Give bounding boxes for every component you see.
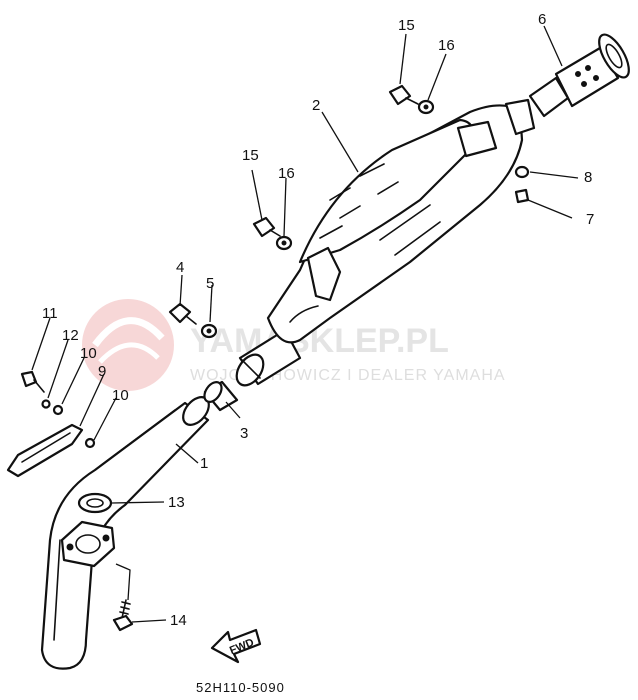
callout-16-lower: 16 (278, 165, 295, 182)
exhaust-gasket (77, 492, 113, 514)
callout-7: 7 (586, 211, 594, 228)
callout-14: 14 (170, 612, 187, 629)
callout-15-lower: 15 (242, 147, 259, 164)
leader-lines (31, 25, 579, 623)
muffler-washer-upper (417, 99, 435, 115)
muffler-washer-lower (275, 235, 293, 251)
collar-upper (52, 404, 64, 416)
tailpipe-washer (514, 165, 530, 179)
clamp-washer (200, 323, 218, 339)
callout-12: 12 (62, 327, 79, 344)
callouts: 1 2 3 4 5 6 7 8 9 10 10 11 12 13 14 15 1… (42, 11, 594, 629)
callout-4: 4 (176, 259, 184, 276)
protector-washer (41, 399, 51, 409)
muffler-bolt-upper (388, 84, 419, 106)
watermark: YAMASKLEP.PL WOJCIECHOWICZ I DEALER YAMA… (82, 299, 505, 391)
callout-2: 2 (312, 97, 320, 114)
callout-9: 9 (98, 363, 106, 380)
collar-lower (84, 437, 96, 449)
fwd-arrow: FWD (210, 628, 262, 664)
callout-10-upper: 10 (80, 345, 97, 362)
tailpipe-screw (514, 188, 530, 204)
callout-10-lower: 10 (112, 387, 129, 404)
exhaust-flange (60, 520, 116, 568)
callout-15-upper: 15 (398, 17, 415, 34)
callout-5: 5 (206, 275, 214, 292)
spark-arrester (528, 33, 630, 118)
heat-protector (6, 423, 84, 478)
callout-3: 3 (240, 425, 248, 442)
muffler (235, 98, 536, 387)
clamp-bolt (168, 302, 197, 325)
callout-8: 8 (584, 169, 592, 186)
watermark-brand: YAMASKLEP.PL (190, 322, 449, 360)
flange-bolt (112, 599, 134, 632)
callout-6: 6 (538, 11, 546, 28)
callout-16-upper: 16 (438, 37, 455, 54)
callout-1: 1 (200, 455, 208, 472)
joint-clamp (203, 380, 239, 412)
protector-bolt (20, 370, 45, 393)
part-code: 52H110-5090 (196, 680, 285, 695)
callout-11: 11 (42, 305, 58, 322)
watermark-logo (82, 299, 174, 391)
muffler-bolt-lower (252, 216, 281, 238)
exhaust-pipe (40, 396, 210, 670)
callout-13: 13 (168, 494, 185, 511)
